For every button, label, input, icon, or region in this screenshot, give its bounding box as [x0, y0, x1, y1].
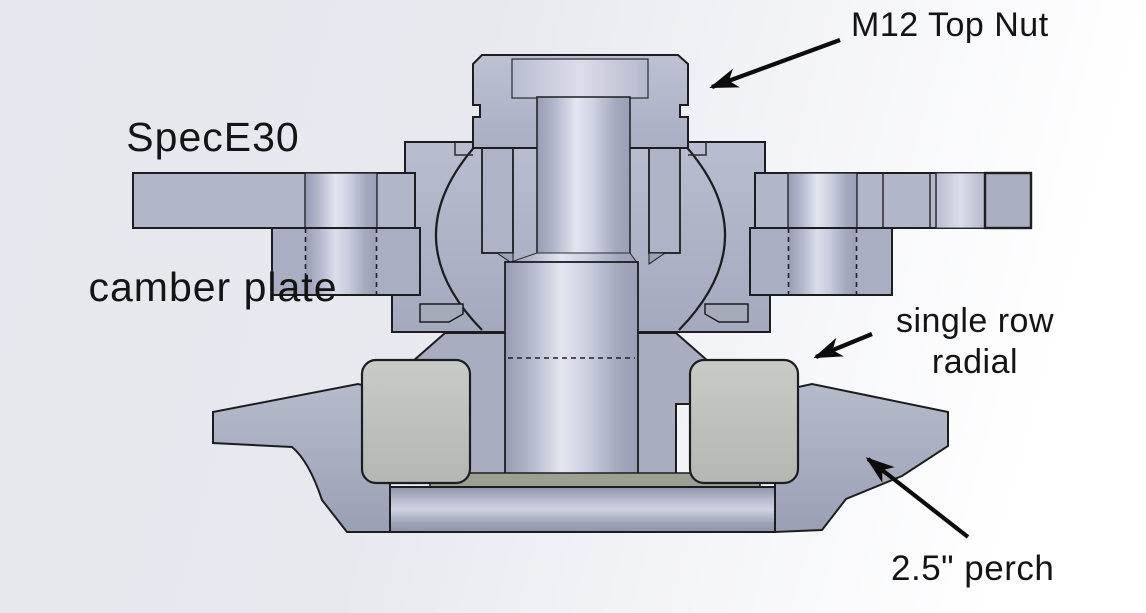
left-stud-hidden-lines: [304, 228, 378, 295]
strut-shaft-sleeve: [504, 261, 639, 479]
left-stud-hidden-section: [306, 229, 376, 294]
housing-bore-walls: [481, 142, 681, 265]
camber-plate-right: [749, 171, 1033, 296]
diagram-title: SpecE30 camber plate: [16, 12, 410, 412]
retaining-ring-right: [704, 303, 749, 323]
annotation-top-nut: M12 Top Nut: [851, 6, 1049, 44]
perch-wing-left: [212, 382, 391, 533]
perch-hub-cylinder: [387, 486, 776, 533]
bore-wall-right-chamfer: [648, 252, 667, 265]
right-stud-hidden-section: [789, 229, 856, 294]
retaining-ring-left: [419, 303, 464, 323]
right-stud-cylinder: [787, 172, 858, 229]
right-plate-seam-lines: [882, 173, 937, 228]
right-stud-hidden-lines: [787, 228, 858, 295]
annotation-arrows: [709, 38, 970, 539]
spring-perch: [212, 382, 949, 534]
arrow-radial: [813, 332, 873, 359]
camber-plate-left: [132, 172, 421, 296]
bore-wall-left: [481, 142, 514, 254]
arrow-perch: [865, 457, 970, 539]
annotation-perch: 2.5" perch: [891, 549, 1055, 588]
perch-wing-right: [774, 382, 949, 534]
arrow-top-nut: [709, 38, 841, 89]
annotation-radial-line2: radial: [931, 343, 1019, 381]
bore-wall-right: [648, 142, 681, 254]
housing-top-seat-steps: [454, 142, 707, 156]
radial-bearing-right: [688, 358, 800, 485]
sphere-arc-right: [678, 142, 727, 331]
right-plate-light-segment: [935, 172, 986, 229]
right-plate-end-cap: [983, 171, 1033, 230]
annotation-radial: single row radial: [853, 301, 1097, 383]
annotation-radial-line1: single row: [895, 302, 1055, 340]
strut-shaft-upper: [536, 96, 631, 258]
diagram-title-line1: SpecE30: [126, 114, 300, 160]
nut-top-recess: [511, 58, 649, 99]
diagram-title-line2: camber plate: [88, 264, 338, 310]
radial-bearing-left: [360, 358, 472, 485]
